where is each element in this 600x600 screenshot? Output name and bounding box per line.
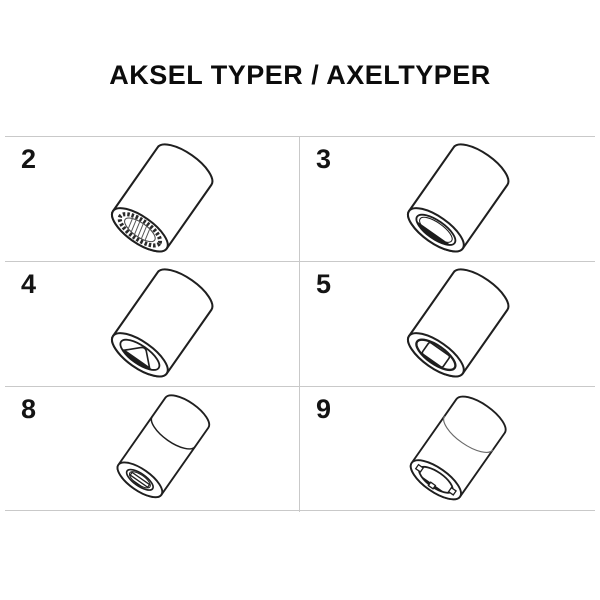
notched-bore-axle-icon (409, 395, 507, 501)
axle-types-grid: 2 3 (5, 136, 595, 512)
type-number-label: 4 (21, 269, 37, 299)
triangle-bore-axle-icon (110, 267, 214, 377)
cell-type-8: 8 (5, 387, 300, 512)
square-bore-axle-icon (406, 267, 509, 377)
type-number-label: 2 (21, 144, 37, 174)
type-number-label: 8 (21, 394, 37, 424)
page-title: AKSEL TYPER / AXELTYPER (109, 60, 491, 90)
d-bore-axle-icon (406, 142, 509, 252)
splined-bore-axle-icon (110, 142, 214, 252)
type-number-label: 9 (316, 394, 332, 424)
type-number-label: 3 (316, 144, 332, 174)
cell-type-3: 3 (300, 137, 595, 262)
cell-type-5: 5 (300, 262, 595, 387)
type-number-label: 5 (316, 269, 332, 299)
slotted-bore-axle-icon (116, 394, 211, 499)
cell-type-9: 9 (300, 387, 595, 512)
cell-type-4: 4 (5, 262, 300, 387)
cell-type-2: 2 (5, 137, 300, 262)
